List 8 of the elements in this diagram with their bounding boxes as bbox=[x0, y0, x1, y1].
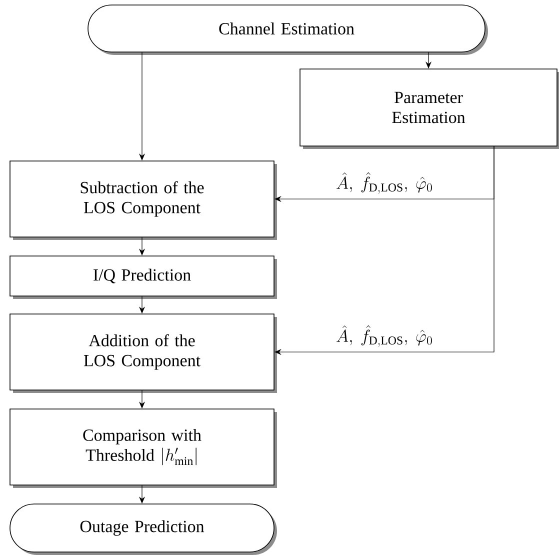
edge-label: $\hat{A},\ \hat{f}_{\mathrm{D,LOS}},\ \hat{\varphi}_0$ bbox=[336, 325, 432, 347]
edge-label: $\hat{A},\ \hat{f}_{\mathrm{D,LOS}},\ \hat{\varphi}_0$ bbox=[336, 172, 432, 194]
process-box: Comparison with Threshold $|h'_{\mathrm{min}}|$ bbox=[10, 408, 277, 488]
process-box: Parameter Estimation bbox=[300, 68, 559, 149]
node-label: Outage Prediction bbox=[80, 520, 204, 536]
process-box: Addition of the LOS Component bbox=[10, 314, 277, 393]
process-box: I/Q Prediction bbox=[10, 256, 277, 299]
process-box: Subtraction of the LOS Component bbox=[10, 160, 277, 240]
